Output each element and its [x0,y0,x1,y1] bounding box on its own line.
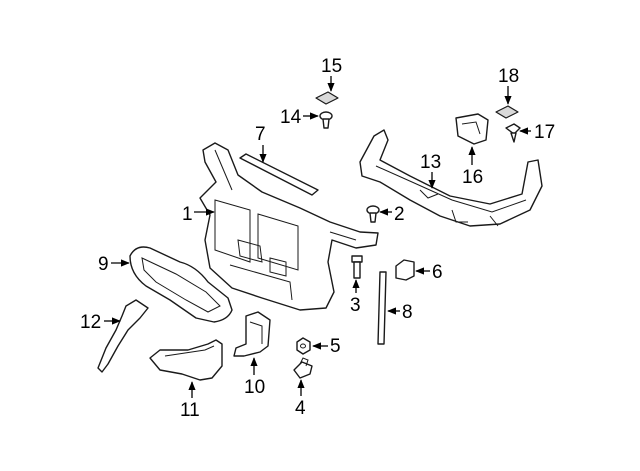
callout-1: 1 [182,204,215,225]
part-10-bracket [233,311,271,357]
callout-label: 18 [498,66,519,87]
callout-9: 9 [98,254,130,275]
part-16-bracket [455,113,489,145]
part-18-clip-nut [495,105,519,119]
callout-12: 12 [80,312,121,333]
callout-5: 5 [312,336,341,357]
callout-label: 14 [280,107,302,128]
callout-label: 13 [420,152,441,173]
callout-label: 1 [182,204,193,225]
part-7-seal-strip [239,153,319,196]
callout-label: 2 [394,204,405,225]
part-2-screw [366,205,380,223]
callout-10: 10 [244,357,265,398]
part-8-trim-strip [377,271,387,345]
callout-label: 7 [255,124,266,145]
callout-label: 11 [180,400,200,421]
callout-label: 10 [244,377,265,398]
callout-7: 7 [255,124,267,163]
part-12-bracket [97,299,149,373]
callout-label: 9 [98,254,109,275]
callout-17: 17 [519,122,555,143]
part-13-reinforcement [359,129,543,227]
part-5-nut [296,337,311,355]
callout-label: 5 [330,336,341,357]
part-14-screw [319,111,333,129]
part-6-clip [395,259,415,281]
part-11-air-duct [149,339,223,381]
callout-4: 4 [295,379,306,419]
callout-14: 14 [280,107,319,128]
callout-label: 16 [462,167,483,188]
callout-15: 15 [321,56,342,92]
callout-6: 6 [415,262,443,283]
callout-label: 4 [295,398,306,419]
callout-8: 8 [387,302,413,323]
callout-label: 15 [321,56,342,77]
callout-3: 3 [350,279,361,316]
callout-13: 13 [420,152,441,189]
part-1-radiator-support [199,142,379,311]
callout-2: 2 [379,204,405,225]
callout-label: 8 [402,302,413,323]
callout-label: 17 [534,122,555,143]
callout-11: 11 [180,381,200,421]
callout-label: 3 [350,295,361,316]
part-4-clip-nut [293,357,313,379]
part-17-screw [505,123,521,143]
part-15-clip-nut [315,91,339,105]
part-9-grille-frame [129,246,233,323]
callout-label: 6 [432,262,443,283]
part-3-bolt [351,255,363,279]
callout-16: 16 [462,146,483,188]
callout-label: 12 [80,312,101,333]
callout-18: 18 [498,66,519,105]
